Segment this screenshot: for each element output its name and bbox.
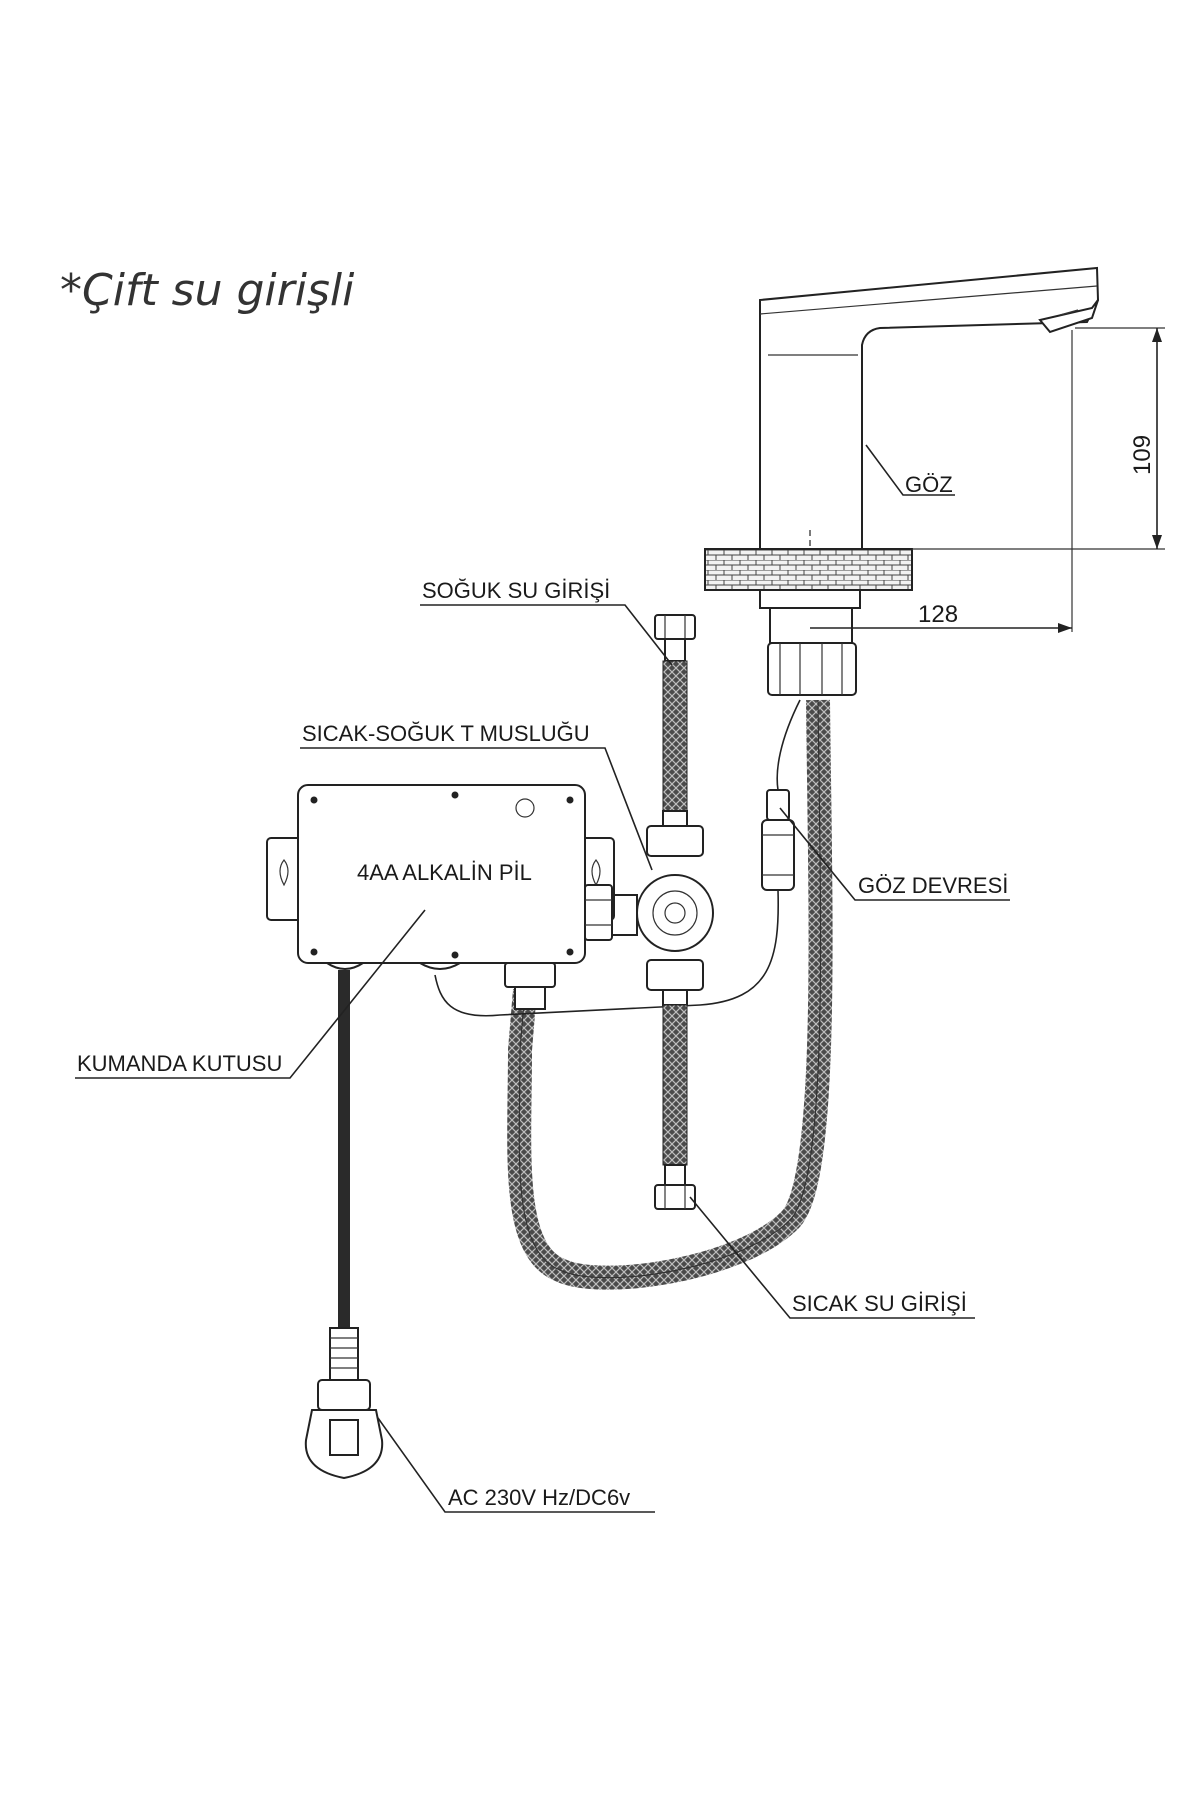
label-pil: 4AA ALKALİN PİL: [357, 860, 532, 885]
control-box-icon: [266, 784, 615, 1010]
dimension-reach: 128: [918, 601, 958, 628]
leader-lines: [75, 604, 1010, 1513]
goz-leader: [865, 444, 955, 496]
label-goz-devresi: GÖZ DEVRESİ: [858, 873, 1008, 898]
label-sicak-su-girisi: SICAK SU GİRİŞİ: [792, 1291, 967, 1316]
dimension-height: 109: [1129, 435, 1156, 475]
countertop: [704, 548, 913, 591]
faucet-shank: [759, 589, 861, 696]
t-valve-icon: [611, 614, 714, 1210]
diagram-title: *Çift su girişli: [60, 265, 355, 316]
label-kumanda-kutusu: KUMANDA KUTUSU: [77, 1051, 282, 1076]
power-cable: [338, 970, 350, 1328]
label-power: AC 230V Hz/DC6v: [448, 1485, 630, 1510]
label-soguk-su-girisi: SOĞUK SU GİRİŞİ: [422, 578, 610, 603]
plug-icon: [304, 1327, 384, 1480]
label-t-muslugu: SICAK-SOĞUK T MUSLUĞU: [302, 721, 590, 746]
dimension-lines: [810, 327, 1165, 633]
label-goz: GÖZ: [905, 472, 953, 497]
faucet-icon: [759, 266, 1100, 640]
